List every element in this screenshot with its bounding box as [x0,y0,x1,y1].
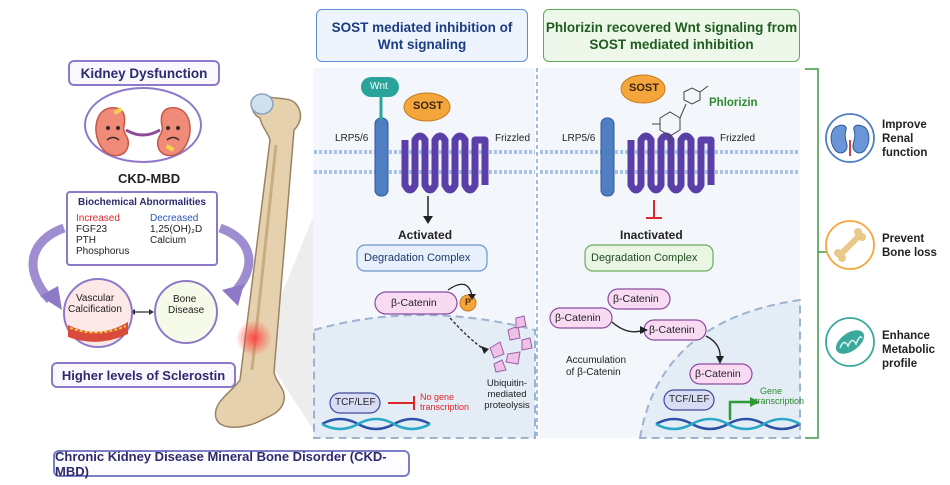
decreased-item: 1,25(OH)₂D [150,224,203,235]
renal-outcome-icon [830,124,848,154]
frizzled-label-panel1: Frizzled [495,133,531,144]
decreased-item: Calcium [150,235,187,246]
ckd-mbd-label: CKD-MBD [118,171,181,186]
degradation-label-panel2: Degradation Complex [591,252,698,264]
catenin-label-panel2-nucleus: β-Catenin [695,368,741,380]
activated-label: Activated [398,228,453,242]
frizzled-label-panel2: Frizzled [720,133,756,144]
cycle-arrow-left [28,223,66,304]
kidney-oval [84,87,202,163]
lrp-label-panel2: LRP5/6 [562,133,596,144]
outcome-renal-label: Renal [882,133,914,145]
lrp-label-panel1: LRP5/6 [335,133,369,144]
outcome-renal-label: Improve [882,119,927,131]
sost-label-panel1: SOST [413,100,443,112]
vascular-label: Vascular [76,293,115,304]
ubiquitin-label: proteolysis [484,400,530,411]
kidney-left-icon [95,107,130,157]
outcome-renal-label: function [882,147,928,159]
increased-label: Increased [76,213,120,224]
outcome-metabolic-label: Enhance [882,330,930,342]
sost-label-panel2: SOST [629,82,659,94]
cycle-arrow-right [218,223,254,299]
degradation-label-panel1: Degradation Complex [364,252,471,264]
accumulation-label: Accumulation [566,355,627,366]
increased-item: FGF23 [76,224,108,235]
mitochondria-icon [835,330,865,354]
ubiquitin-label: Ubiquitin- [486,378,528,389]
outcome-bone-label: Prevent [882,233,925,245]
kidney-right-icon [156,107,191,157]
outcome-metabolic-label: Metabolic [882,344,936,356]
catenin-label-panel2-left: β-Catenin [555,312,601,324]
phlorizin-label: Phlorizin [709,97,758,109]
footer-ckd-mbd: Chronic Kidney Disease Mineral Bone Diso… [53,449,410,479]
tcf-label-panel1: TCF/LEF [335,397,376,408]
decreased-label: Decreased [150,213,199,224]
outcome-bone-label: Bone loss [882,247,937,259]
gene-label: transcription [755,396,805,406]
increased-item: PTH [76,235,96,246]
bone-outcome-icon [834,228,866,262]
renal-outcome-circle [825,113,875,163]
accumulation-label: of β-Catenin [566,367,621,378]
catenin-label-panel2-top: β-Catenin [613,293,659,305]
biochem-box: Biochemical Abnormalities Increased FGF2… [66,191,218,266]
ubiquitin-label: mediated [487,389,527,400]
kidney-dysfunction-title: Kidney Dysfunction [68,60,220,86]
metabolic-outcome-circle [825,317,875,367]
no-gene-label: No gene [420,392,455,402]
tcf-label-panel2: TCF/LEF [669,394,710,405]
bone-outcome-circle [825,220,875,270]
bone-disease-label: Bone [173,294,197,305]
catenin-label-panel1: β-Catenin [391,297,437,309]
catenin-label-panel2-mid: β-Catenin [649,324,695,336]
outcome-metabolic-label: profile [882,358,918,370]
bone-disease-label: Disease [168,305,205,316]
gene-label: Gene [760,386,783,396]
sclerostin-box: Higher levels of Sclerostin [51,362,236,388]
phospho-label: P [465,297,472,307]
increased-item: Phosphorus [76,246,130,257]
vascular-label: Calcification [68,304,122,315]
no-gene-label: transcription [420,402,470,412]
biochem-title: Biochemical Abnormalities [78,197,206,208]
outcomes-bracket [805,68,828,439]
inactivated-label: Inactivated [620,228,683,242]
wnt-label: Wnt [370,81,388,92]
